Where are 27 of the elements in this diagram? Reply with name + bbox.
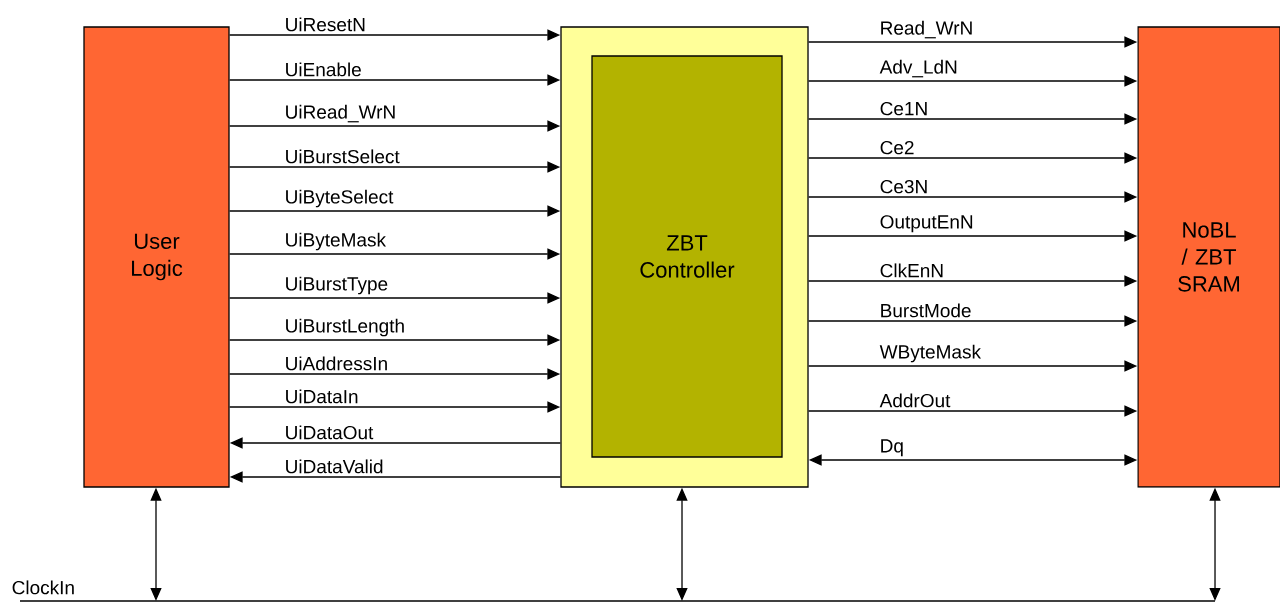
- signal-label: Adv_LdN: [879, 59, 957, 78]
- signal-label: ClockIn: [12, 580, 74, 595]
- signal-label: UiByteMask: [286, 232, 386, 251]
- signal-label: Ce2: [880, 140, 914, 155]
- signal-label: OutputEnN: [880, 215, 973, 233]
- signal-label: AddrOut: [879, 393, 951, 408]
- signal-label: ClkEnN: [880, 263, 943, 278]
- signal-label: UiEnable: [286, 62, 361, 77]
- signal-label: UiBurstLength: [286, 318, 404, 337]
- signal-label: Read_WrN: [881, 20, 972, 39]
- block-box: User Logic: [83, 26, 230, 488]
- signal-label: Ce1N: [880, 101, 927, 116]
- signal-label: UiResetN: [286, 17, 365, 32]
- signal-label: UiAddressIn: [286, 356, 387, 371]
- signal-label: WByteMask: [879, 344, 982, 363]
- signal-label: Ce3N: [880, 179, 927, 194]
- signal-label: Dq: [881, 439, 903, 457]
- signal-label: UiByteSelect: [286, 189, 394, 208]
- signal-label: BurstMode: [881, 303, 971, 318]
- signal-label: UiDataIn: [286, 389, 358, 404]
- signal-label: UiBurstType: [286, 276, 388, 295]
- signal-label: UiRead_WrN: [286, 104, 395, 123]
- signal-label: UiBurstSelect: [286, 149, 400, 164]
- block-box: ZBT Controller: [591, 55, 783, 458]
- signal-label: UiDataValid: [286, 459, 383, 474]
- block-box: NoBL / ZBT SRAM: [1137, 26, 1280, 488]
- signal-label: UiDataOut: [286, 425, 374, 440]
